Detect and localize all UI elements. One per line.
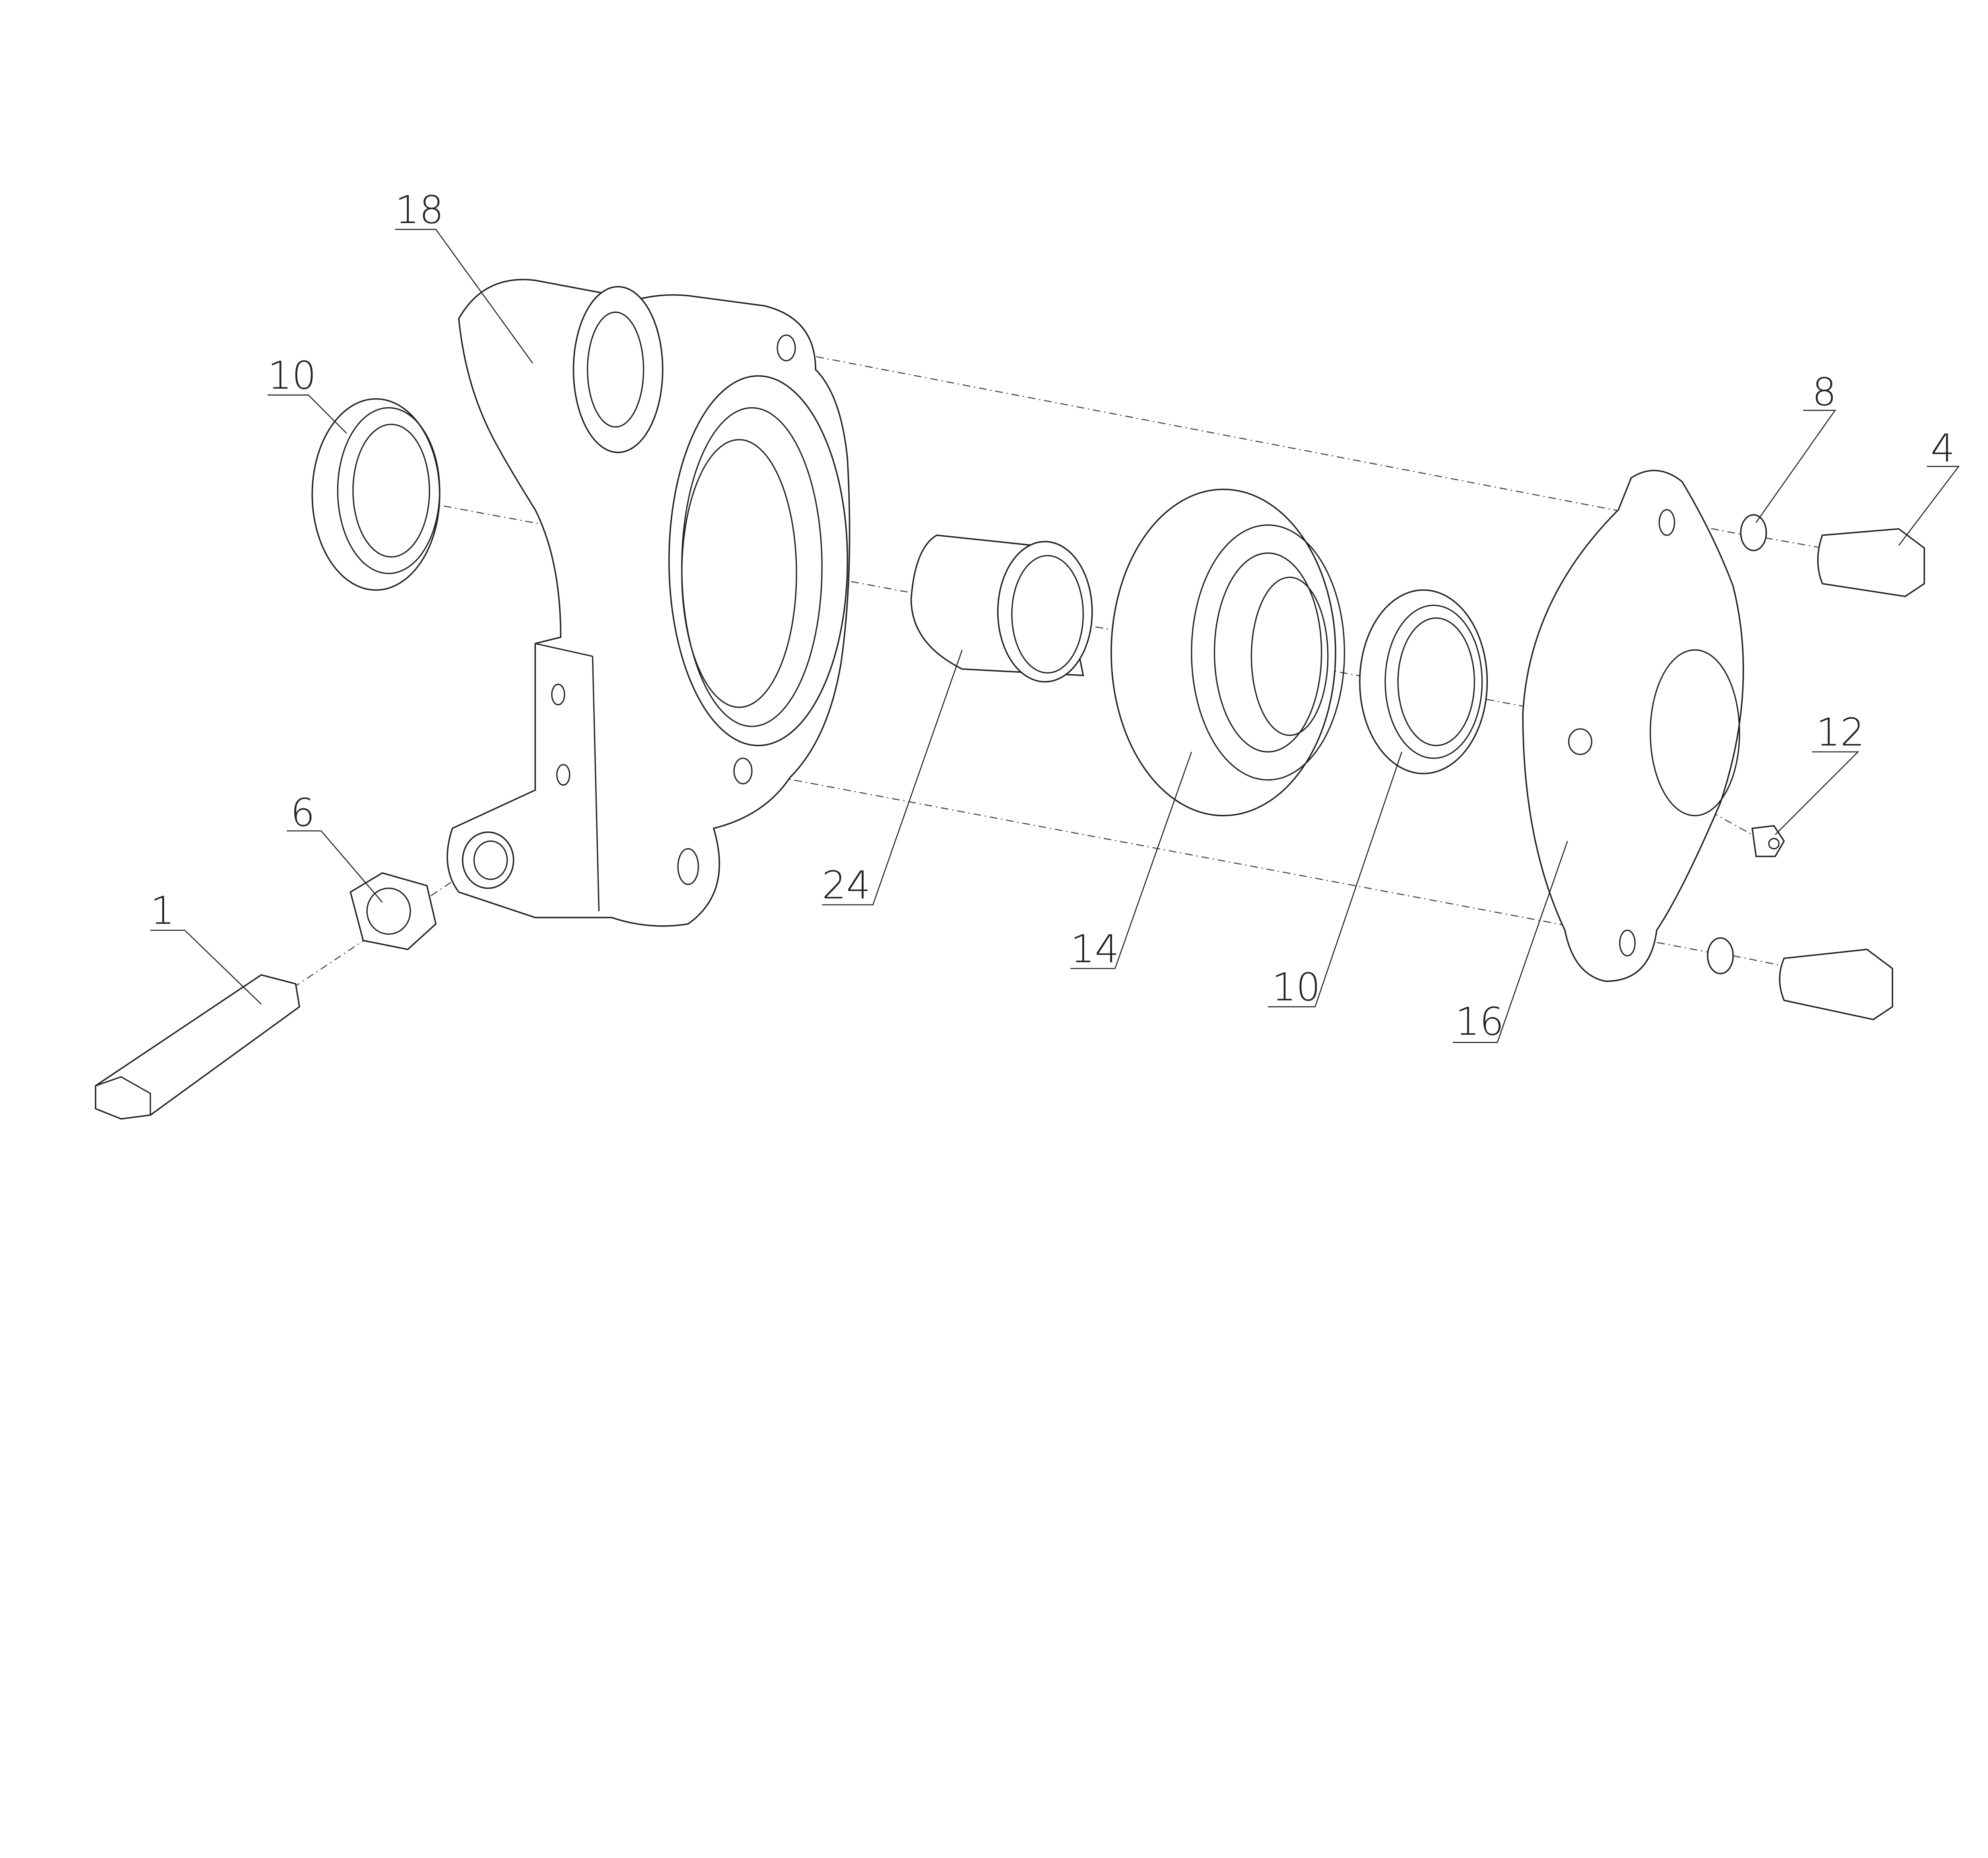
part-10-seal-left [311, 398, 441, 591]
part-18-housing [447, 279, 850, 927]
callout-18: 18 [395, 188, 444, 232]
callout-12: 12 [1816, 710, 1864, 755]
callouts: 18 10 8 4 12 6 1 24 14 10 16 [150, 188, 1960, 1044]
part-10-seal-right [1359, 589, 1488, 775]
callout-16: 16 [1455, 1000, 1504, 1044]
callout-6: 6 [291, 790, 315, 835]
part-8-washers [1707, 514, 1767, 975]
part-16-cover [1522, 470, 1744, 982]
callout-1: 1 [150, 889, 175, 933]
part-4-bolts [1779, 528, 1925, 1020]
callout-4: 4 [1931, 426, 1955, 470]
part-14-bearing [1110, 489, 1345, 817]
exploded-drawing: 18 10 8 4 12 6 1 24 14 10 16 [95, 188, 1960, 1120]
part-6-nut [349, 872, 437, 950]
callout-10-right: 10 [1272, 965, 1320, 1010]
part-1-pin [95, 974, 301, 1120]
callout-24: 24 [822, 863, 870, 908]
part-24-bushing [910, 534, 1093, 683]
callout-14: 14 [1070, 927, 1119, 971]
callout-10-left: 10 [268, 353, 316, 398]
callout-8: 8 [1812, 370, 1837, 414]
axis-lines [293, 350, 1823, 988]
